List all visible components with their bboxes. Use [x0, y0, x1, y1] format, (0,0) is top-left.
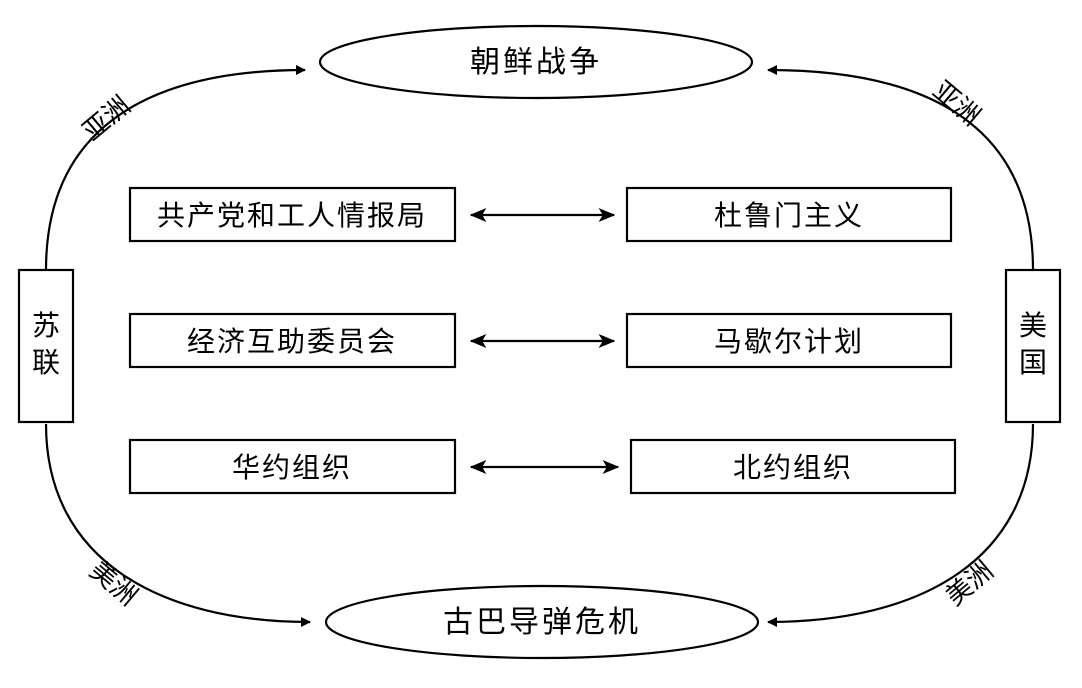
usa-label-char-1: 美 — [1019, 309, 1047, 342]
usa-box — [1004, 268, 1062, 424]
region-label-top-left: 亚洲 — [77, 91, 136, 147]
ussr-label-char-2: 联 — [32, 346, 60, 379]
warsaw-pact-box — [128, 438, 457, 495]
curve-ussr-to-korea — [44, 65, 306, 271]
marshall-plan-box — [625, 312, 953, 369]
curve-usa-to-cuba — [767, 423, 1035, 627]
nato-box — [629, 438, 957, 495]
usa-label-char-2: 国 — [1019, 346, 1047, 379]
cuban-missile-crisis-label: 古巴导弹危机 — [443, 605, 641, 640]
region-label-bottom-right: 美洲 — [940, 556, 999, 612]
region-label-bottom-left: 美洲 — [84, 556, 143, 612]
ussr-label-char-1: 苏 — [32, 309, 60, 342]
marshall-plan-label: 马歇尔计划 — [714, 325, 864, 358]
curve-ussr-to-cuba — [44, 423, 311, 627]
comecon-label: 经济互助委员会 — [187, 325, 397, 358]
region-label-top-right: 亚洲 — [927, 76, 986, 132]
cominform-box — [128, 186, 457, 243]
truman-doctrine-label: 杜鲁门主义 — [714, 199, 864, 232]
truman-doctrine-box — [625, 186, 953, 243]
korean-war-label: 朝鲜战争 — [470, 45, 602, 80]
comecon-box — [128, 312, 457, 369]
korean-war-ellipse — [318, 24, 754, 100]
cominform-label: 共产党和工人情报局 — [157, 199, 427, 232]
warsaw-pact-label: 华约组织 — [232, 451, 352, 484]
ussr-box — [17, 268, 75, 424]
nato-label: 北约组织 — [733, 451, 853, 484]
cuban-missile-crisis-ellipse — [324, 584, 760, 660]
curve-usa-to-korea — [767, 65, 1035, 271]
